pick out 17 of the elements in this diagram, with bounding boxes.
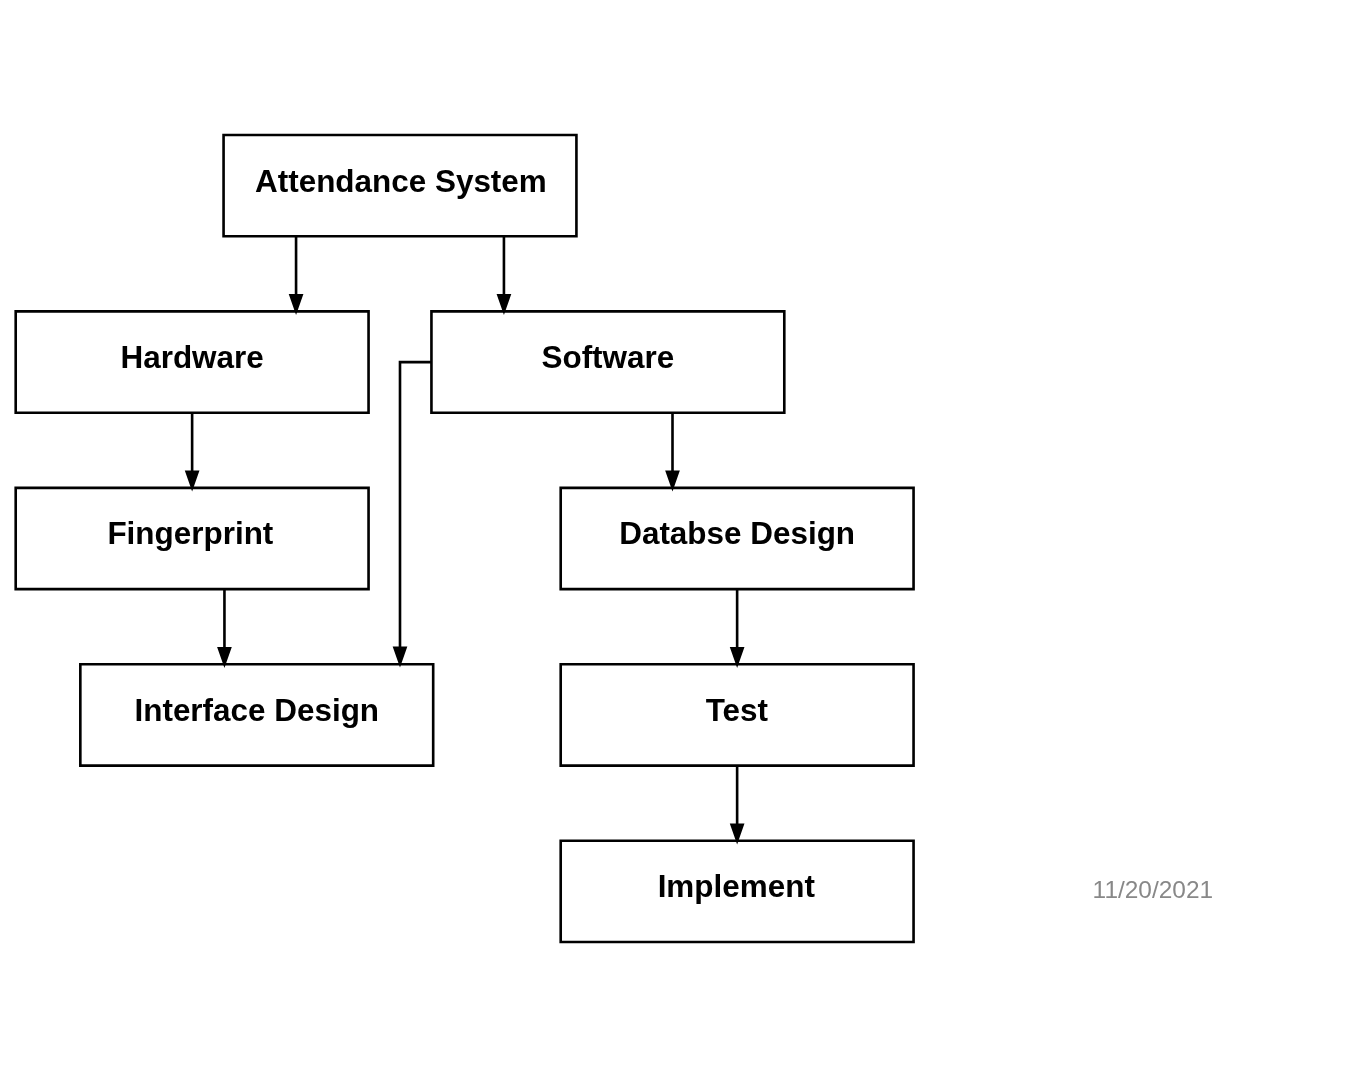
arrow (184, 413, 200, 492)
arrow (496, 236, 512, 316)
node-box: Hardware (14, 310, 370, 415)
node-box: Implement (559, 839, 915, 944)
node-box: Software (430, 310, 786, 415)
node-box: Test (559, 662, 915, 767)
arrow (288, 236, 304, 316)
arrow (729, 589, 745, 668)
arrow (392, 360, 432, 668)
node-box: Attendance System (222, 133, 578, 238)
node-box: Databse Design (559, 486, 915, 591)
node-box: Interface Design (79, 662, 435, 767)
arrow (729, 765, 745, 845)
label: 11/20/2021 (1092, 875, 1214, 903)
arrow (217, 589, 232, 668)
arrow (665, 413, 680, 492)
node-box: Fingerprint (14, 486, 370, 591)
